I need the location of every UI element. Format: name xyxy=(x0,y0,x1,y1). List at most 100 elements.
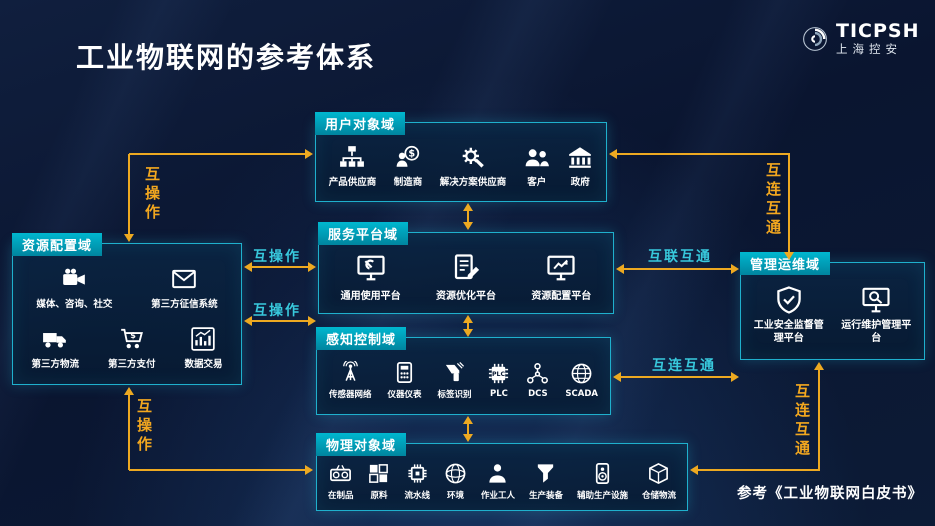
domain-box-resource: 资源配置域 媒体、咨询、社交 第三方征信系统 第三方物流 $ xyxy=(12,233,242,385)
item-label: 仓储物流 xyxy=(641,490,676,501)
arrow-line xyxy=(620,376,732,378)
arrow-line xyxy=(128,154,130,236)
arrowhead-up xyxy=(463,315,473,323)
item-label: 产品供应商 xyxy=(328,177,377,188)
org-chart-icon xyxy=(339,144,365,170)
brand-name: TICPSH xyxy=(836,20,920,42)
truck-icon xyxy=(42,326,68,352)
speaker-icon xyxy=(591,462,614,485)
item-label: 媒体、咨询、社交 xyxy=(36,299,113,310)
item-scada: SCADA xyxy=(565,362,598,399)
monitor-magnifier-icon xyxy=(861,285,891,315)
arrowhead-up xyxy=(463,203,473,211)
item-data-trading: 数据交易 xyxy=(184,326,223,370)
package-box-icon xyxy=(647,462,670,485)
item-label: 仪器仪表 xyxy=(387,389,422,400)
arrow-line xyxy=(623,268,732,270)
boombox-icon xyxy=(329,462,352,485)
data-chart-icon xyxy=(190,326,216,352)
item-plc: PLC PLC xyxy=(487,362,510,399)
globe-network-icon xyxy=(570,362,593,385)
item-label: 第三方支付 xyxy=(107,359,156,370)
user-items: 产品供应商 $ 制造商 解决方案供应商 客户 政府 xyxy=(320,135,602,197)
item-third-party-logistics: 第三方物流 xyxy=(31,326,79,370)
arrow-line xyxy=(251,266,309,268)
arrowhead-up xyxy=(463,416,473,424)
arrow-line xyxy=(467,423,469,436)
item-security-supervision-platform: 工业安全监督管理平台 xyxy=(750,285,828,345)
arrowhead-down xyxy=(463,434,473,442)
arrowhead-right xyxy=(731,372,739,382)
arrow-line xyxy=(129,153,307,155)
item-resource-config-platform: 资源配置平台 xyxy=(531,253,591,302)
arrowhead-up xyxy=(814,362,824,370)
shield-check-icon xyxy=(774,285,804,315)
meter-icon xyxy=(393,361,416,384)
item-label: 原料 xyxy=(370,490,388,501)
item-label: 工业安全监督管理平台 xyxy=(753,320,824,344)
domain-box-service: 服务平台域 通用使用平台 资源优化平台 资源配置平台 xyxy=(318,222,614,314)
item-solution-supplier: 解决方案供应商 xyxy=(440,144,506,188)
arrowhead-left xyxy=(244,316,252,326)
item-label: 传感器网络 xyxy=(328,389,372,400)
domain-tab-service: 服务平台域 xyxy=(318,222,409,245)
item-label: 流水线 xyxy=(404,490,430,501)
item-third-party-payment: $ 第三方支付 xyxy=(108,326,156,370)
equipment-icon xyxy=(534,462,557,485)
item-general-platform: 通用使用平台 xyxy=(341,253,401,302)
item-tag-recognition: 标签识别 xyxy=(437,361,471,400)
arrow-line xyxy=(788,154,790,254)
svg-text:$: $ xyxy=(130,330,136,340)
worker-icon xyxy=(486,462,509,485)
item-instruments: 仪器仪表 xyxy=(387,361,421,400)
reference-footnote: 参考《工业物联网白皮书》 xyxy=(737,486,923,502)
item-production-equipment: 生产装备 xyxy=(529,462,563,501)
item-label: 资源优化平台 xyxy=(435,290,496,302)
svg-text:$: $ xyxy=(408,148,415,159)
item-warehouse-logistics: 仓储物流 xyxy=(642,462,676,501)
service-items: 通用使用平台 资源优化平台 资源配置平台 xyxy=(323,245,609,309)
domain-box-physical: 物理对象域 在制品 原料 流水线 环境 作业工人 xyxy=(316,433,688,511)
connection-label: 互操作 xyxy=(253,249,301,265)
domain-box-management: 管理运维域 工业安全监督管理平台 运行维护管理平台 xyxy=(740,252,925,360)
item-customer: 客户 xyxy=(524,144,550,188)
item-operation-maintenance-platform: 运行维护管理平台 xyxy=(837,285,915,345)
antenna-icon xyxy=(339,358,362,384)
item-label: 运行维护管理平台 xyxy=(841,320,912,344)
arrow-line xyxy=(467,322,469,330)
arrowhead-down xyxy=(463,329,473,337)
arrowhead-left xyxy=(609,149,617,159)
brand-subtitle: 上海控安 xyxy=(836,42,902,56)
arrowhead-down xyxy=(124,234,134,242)
domain-box-perception: 感知控制域 传感器网络 仪器仪表 标签识别 PLC PLC DCS xyxy=(316,327,611,415)
arrow-line xyxy=(616,153,790,155)
item-label: 数据交易 xyxy=(184,359,223,370)
arrowhead-right xyxy=(305,465,313,475)
item-product-supplier: 产品供应商 xyxy=(328,144,377,188)
connection-label: 互操作 xyxy=(143,166,161,223)
connection-label: 互连互通 xyxy=(764,162,782,238)
item-government: 政府 xyxy=(567,144,593,188)
arrow-line xyxy=(818,369,820,470)
arrowhead-down xyxy=(463,222,473,230)
item-label: 第三方物流 xyxy=(31,359,79,370)
resource-row-2: 第三方物流 $ 第三方支付 数据交易 xyxy=(17,326,237,370)
item-worker: 作业工人 xyxy=(481,462,515,501)
monitor-wrench-icon xyxy=(356,253,386,283)
item-label: 资源配置平台 xyxy=(531,290,592,302)
video-camera-icon xyxy=(61,266,87,292)
svg-text:PLC: PLC xyxy=(492,370,506,377)
item-auxiliary-facility: 辅助生产设施 xyxy=(577,462,628,501)
brand-logo: TICPSH 上海控安 xyxy=(802,22,919,56)
people-icon xyxy=(524,144,550,170)
item-sensor-network: 传感器网络 xyxy=(328,358,372,400)
arrowhead-left xyxy=(690,465,698,475)
item-manufacturer: $ 制造商 xyxy=(394,144,422,188)
connection-label: 互联互通 xyxy=(648,249,712,265)
arrow-line xyxy=(129,469,307,471)
arrowhead-down xyxy=(784,252,794,260)
gear-wrench-icon xyxy=(460,144,486,170)
monitor-chart-icon xyxy=(546,253,576,283)
item-label: SCADA xyxy=(565,388,598,399)
